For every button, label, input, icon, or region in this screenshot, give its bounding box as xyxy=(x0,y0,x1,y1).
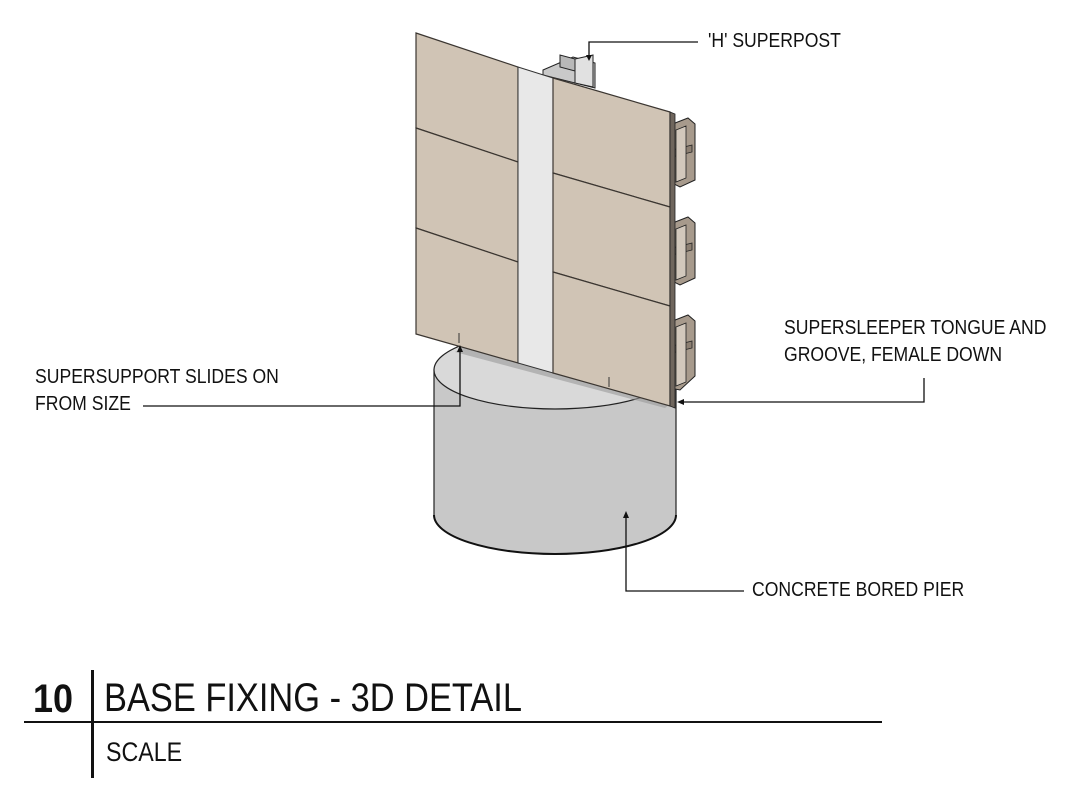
label-concrete-pier-text: CONCRETE BORED PIER xyxy=(752,579,965,601)
pier-bottom-edge xyxy=(433,514,677,555)
leader-pier xyxy=(625,518,744,592)
panel-shadow xyxy=(455,348,670,408)
supersleeper-right-stack xyxy=(552,77,676,409)
arrow-pier xyxy=(623,511,629,518)
label-supersleeper: SUPERSLEEPER TONGUE AND GROOVE, FEMALE D… xyxy=(784,315,1046,369)
title-block-divider-vertical xyxy=(91,670,94,778)
label-supersupport-line1: SUPERSUPPORT SLIDES ON xyxy=(35,366,279,388)
label-h-superpost: 'H' SUPERPOST xyxy=(708,28,841,55)
arrow-supersleeper xyxy=(677,399,684,405)
detail-scale: SCALE xyxy=(106,737,183,767)
title-block-divider-horizontal xyxy=(24,721,882,723)
supersupport-brackets xyxy=(669,117,696,391)
leader-supersupport xyxy=(143,352,461,407)
supersleeper-left-stack xyxy=(415,32,519,364)
arrow-superpost xyxy=(586,55,592,61)
leader-lines xyxy=(143,41,925,592)
leader-supersleeper xyxy=(684,378,925,403)
h-superpost-web xyxy=(517,66,554,374)
label-h-superpost-text: 'H' SUPERPOST xyxy=(708,30,841,52)
label-supersupport-line2: FROM SIZE xyxy=(35,393,131,415)
label-concrete-pier: CONCRETE BORED PIER xyxy=(752,577,964,604)
detail-number: 10 xyxy=(33,677,74,721)
h-superpost-top xyxy=(542,54,596,89)
label-supersupport: SUPERSUPPORT SLIDES ON FROM SIZE xyxy=(35,364,279,418)
arrow-supersupport xyxy=(457,345,463,352)
sleeper-right-edge xyxy=(669,111,676,409)
label-supersleeper-line1: SUPERSLEEPER TONGUE AND xyxy=(784,317,1047,339)
label-supersleeper-line2: GROOVE, FEMALE DOWN xyxy=(784,344,1003,366)
detail-title: BASE FIXING - 3D DETAIL xyxy=(104,676,523,720)
leader-superpost xyxy=(588,41,698,55)
